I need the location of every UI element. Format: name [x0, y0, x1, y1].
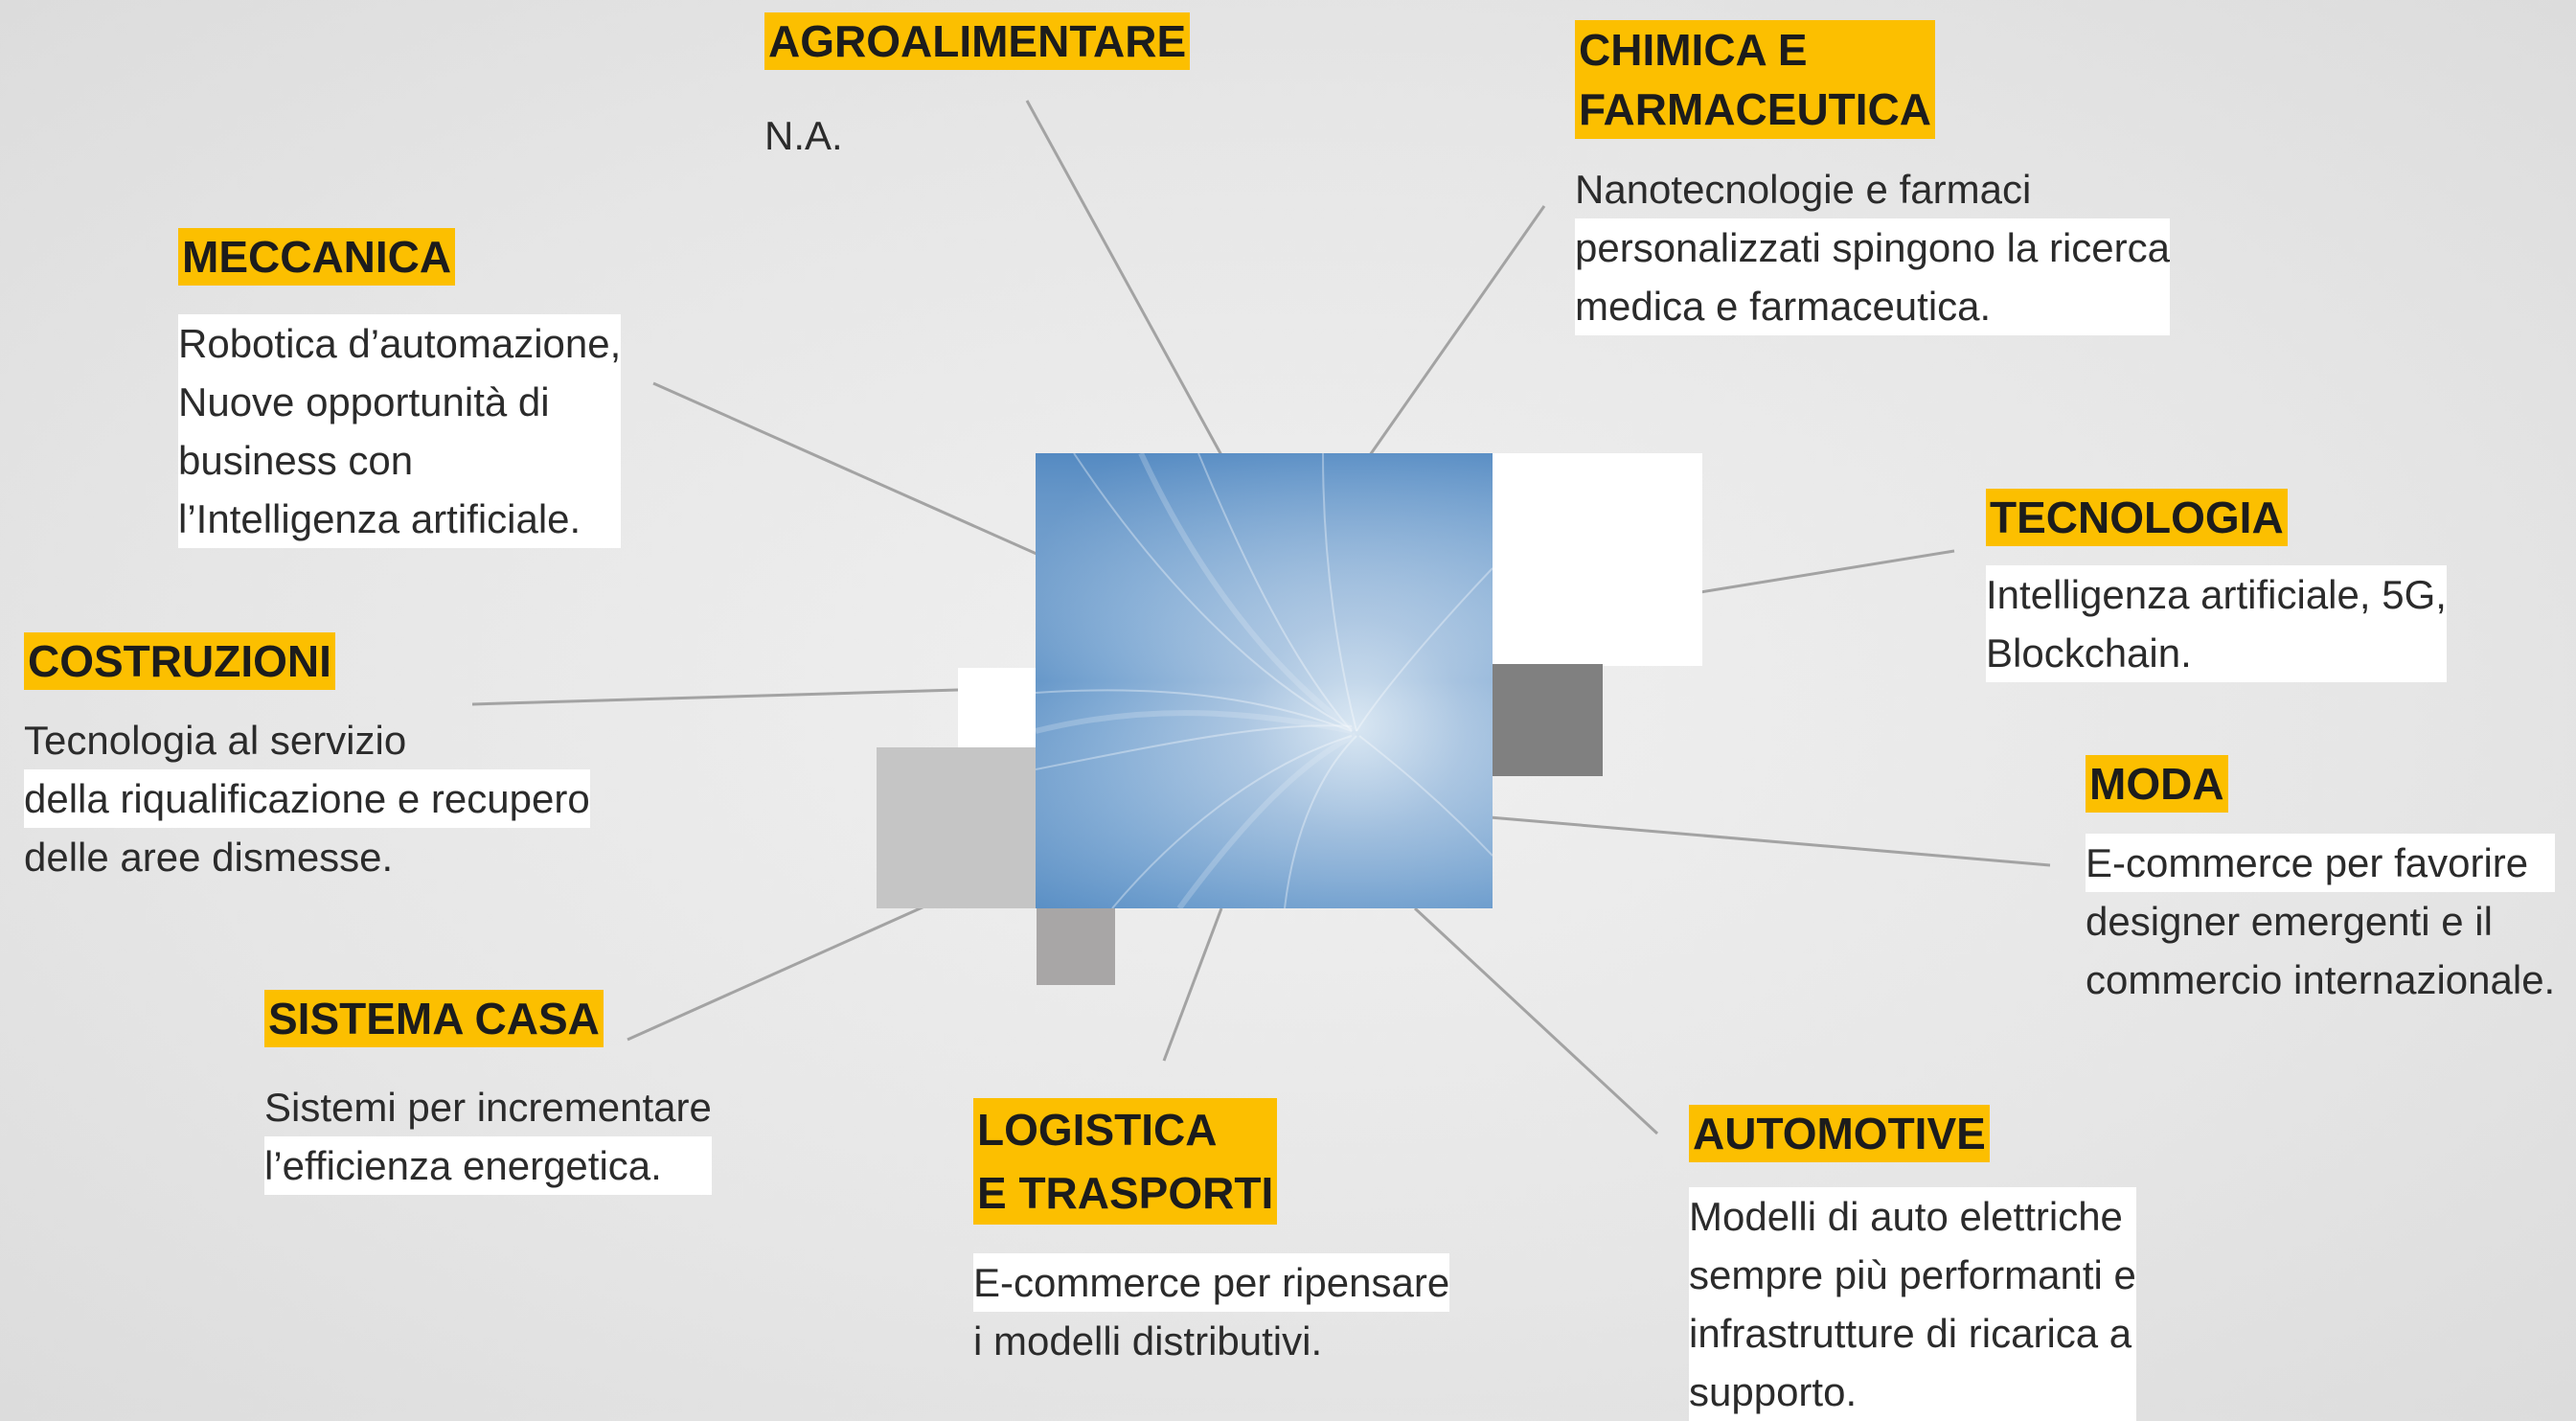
- desc-line: E-commerce per favorire: [2086, 834, 2556, 892]
- sector-title-logistica: LOGISTICA E TRASPORTI: [973, 1098, 1278, 1225]
- title-line: MODA: [2089, 759, 2224, 809]
- desc-line: delle aree dismesse.: [24, 835, 394, 880]
- sector-title-sistema-casa: SISTEMA CASA: [264, 990, 604, 1047]
- sector-agroalimentare: AGROALIMENTARE N.A.: [764, 12, 1191, 165]
- gray-block-left: [877, 747, 1037, 908]
- connector-chimica: [1368, 205, 1546, 456]
- desc-line: Robotica d’automazione,: [178, 314, 622, 373]
- title-line: FARMACEUTICA: [1579, 84, 1931, 134]
- title-line: AGROALIMENTARE: [768, 16, 1187, 66]
- desc-line: Blockchain.: [1986, 624, 2447, 682]
- desc-line: Intelligenza artificiale, 5G,: [1986, 565, 2447, 624]
- title-line: MECCANICA: [182, 232, 452, 282]
- connector-agroalimentare: [1025, 100, 1223, 456]
- connector-costruzioni: [471, 688, 959, 706]
- connector-automotive: [1413, 906, 1659, 1135]
- gray-block-small: [1037, 906, 1115, 985]
- sector-costruzioni: COSTRUZIONI Tecnologia al servizio della…: [24, 632, 590, 886]
- connector-tecnologia: [1699, 549, 1955, 594]
- sector-desc-moda: E-commerce per favorire designer emergen…: [2086, 834, 2556, 1009]
- desc-line: l’efficienza energetica.: [264, 1136, 712, 1195]
- title-line: COSTRUZIONI: [28, 636, 331, 686]
- connector-meccanica: [652, 381, 1037, 556]
- sector-desc-automotive: Modelli di auto elettriche sempre più pe…: [1689, 1187, 2136, 1421]
- desc-line: commercio internazionale.: [2086, 957, 2556, 1002]
- title-line: E TRASPORTI: [977, 1168, 1274, 1218]
- sector-title-tecnologia: TECNOLOGIA: [1986, 489, 2288, 546]
- title-line: LOGISTICA: [977, 1105, 1218, 1155]
- sector-tecnologia: TECNOLOGIA Intelligenza artificiale, 5G,…: [1986, 489, 2447, 682]
- title-line: SISTEMA CASA: [268, 994, 600, 1043]
- sector-automotive: AUTOMOTIVE Modelli di auto elettriche se…: [1689, 1105, 2136, 1421]
- desc-line: infrastrutture di ricarica a: [1689, 1304, 2136, 1363]
- sector-desc-sistema-casa: Sistemi per incrementare l’efficienza en…: [264, 1078, 712, 1195]
- sector-desc-costruzioni: Tecnologia al servizio della riqualifica…: [24, 711, 590, 886]
- desc-line: designer emergenti e il: [2086, 899, 2493, 944]
- desc-line: personalizzati spingono la ricerca: [1575, 218, 2170, 277]
- desc-line: medica e farmaceutica.: [1575, 277, 2170, 335]
- white-block-left: [958, 668, 1037, 749]
- white-block-right: [1490, 453, 1702, 666]
- sector-chimica-farmaceutica: CHIMICA E FARMACEUTICA Nanotecnologie e …: [1575, 20, 2170, 335]
- title-line: CHIMICA E: [1579, 25, 1808, 75]
- center-tunnel-image: [1036, 453, 1493, 908]
- sector-title-moda: MODA: [2086, 755, 2228, 813]
- sector-title-automotive: AUTOMOTIVE: [1689, 1105, 1990, 1162]
- sector-title-agroalimentare: AGROALIMENTARE: [764, 12, 1191, 70]
- gray-block-right: [1490, 664, 1603, 776]
- desc-line: Tecnologia al servizio: [24, 718, 407, 763]
- desc-line: l’Intelligenza artificiale.: [178, 490, 622, 548]
- sector-meccanica: MECCANICA Robotica d’automazione, Nuove …: [178, 228, 622, 548]
- connector-logistica: [1162, 907, 1223, 1062]
- sector-moda: MODA E-commerce per favorire designer em…: [2086, 755, 2556, 1009]
- desc-line: E-commerce per ripensare: [973, 1253, 1450, 1312]
- desc-line: Nanotecnologie e farmaci: [1575, 167, 2032, 212]
- desc-line: supporto.: [1689, 1363, 2136, 1421]
- connector-sistema-casa: [627, 905, 925, 1042]
- desc-line: business con: [178, 431, 622, 490]
- sector-desc-tecnologia: Intelligenza artificiale, 5G, Blockchain…: [1986, 565, 2447, 682]
- desc-line: della riqualificazione e recupero: [24, 769, 590, 828]
- title-line: AUTOMOTIVE: [1693, 1109, 1986, 1158]
- desc-line: sempre più performanti e: [1689, 1246, 2136, 1304]
- desc-line: Modelli di auto elettriche: [1689, 1187, 2136, 1246]
- sector-sistema-casa: SISTEMA CASA Sistemi per incrementare l’…: [264, 990, 712, 1195]
- sector-desc-agroalimentare: N.A.: [764, 106, 1190, 165]
- desc-line: N.A.: [764, 113, 843, 158]
- sector-desc-meccanica: Robotica d’automazione, Nuove opportunit…: [178, 314, 622, 548]
- sector-title-costruzioni: COSTRUZIONI: [24, 632, 335, 690]
- sector-title-chimica: CHIMICA E FARMACEUTICA: [1575, 20, 1935, 139]
- connector-moda: [1489, 815, 2051, 867]
- sector-title-meccanica: MECCANICA: [178, 228, 456, 286]
- title-line: TECNOLOGIA: [1990, 493, 2284, 542]
- desc-line: i modelli distributivi.: [973, 1318, 1323, 1364]
- sector-logistica-trasporti: LOGISTICA E TRASPORTI E-commerce per rip…: [973, 1098, 1450, 1370]
- sector-desc-chimica: Nanotecnologie e farmaci personalizzati …: [1575, 160, 2170, 335]
- desc-line: Nuove opportunità di: [178, 373, 622, 431]
- sector-desc-logistica: E-commerce per ripensare i modelli distr…: [973, 1253, 1450, 1370]
- desc-line: Sistemi per incrementare: [264, 1085, 712, 1130]
